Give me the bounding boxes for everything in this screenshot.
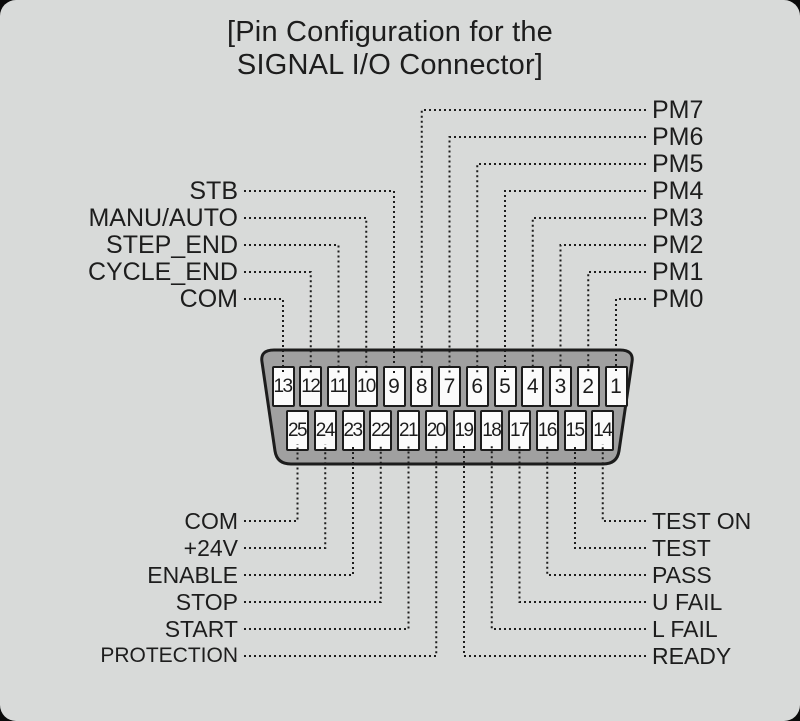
label-pass: PASS — [652, 562, 712, 588]
title-line-1: [Pin Configuration for the — [227, 16, 553, 48]
wire-pm3-pin-4 — [531, 217, 646, 374]
label-pm1: PM1 — [652, 258, 704, 286]
label-pm4: PM4 — [652, 177, 704, 205]
label-l-fail: L FAIL — [652, 616, 718, 642]
diagram-title: [Pin Configuration for the SIGNAL I/O Co… — [0, 16, 780, 82]
pin-21: 21 — [397, 410, 420, 451]
wire-test-pin-15 — [574, 444, 646, 549]
wire-pm6-pin-7 — [448, 136, 646, 374]
label-pm6: PM6 — [652, 123, 704, 151]
label-start: START — [164, 616, 238, 642]
label-com: COM — [184, 508, 238, 534]
pin-12: 12 — [299, 366, 323, 407]
label-24v: +24V — [183, 535, 238, 561]
label-com: COM — [179, 285, 238, 313]
wire-pm0-pin-1 — [615, 298, 646, 374]
label-pm2: PM2 — [652, 231, 704, 259]
pin-18: 18 — [480, 410, 504, 451]
pin-24: 24 — [313, 410, 337, 451]
pin-8: 8 — [410, 366, 434, 407]
pin-1: 1 — [604, 366, 628, 407]
pin-14: 14 — [591, 410, 615, 451]
pin-16: 16 — [535, 410, 559, 451]
wire-ready-pin-19 — [463, 444, 646, 657]
label-stop: STOP — [175, 589, 238, 615]
pin-4: 4 — [521, 366, 545, 407]
wire-pm4-pin-5 — [504, 190, 646, 374]
label-pm0: PM0 — [652, 285, 704, 313]
label-u-fail: U FAIL — [652, 589, 723, 615]
label-test: TEST — [652, 535, 711, 561]
pin-7: 7 — [438, 366, 461, 407]
label-step-end: STEP_END — [106, 231, 238, 259]
label-ready: READY — [652, 643, 732, 669]
wire-stb-pin-9 — [244, 190, 395, 374]
pin-23: 23 — [341, 410, 365, 451]
label-pm5: PM5 — [652, 150, 704, 178]
pin-10: 10 — [354, 366, 378, 407]
label-pm3: PM3 — [652, 204, 704, 232]
wire-pm5-pin-6 — [476, 163, 646, 374]
pin-20: 20 — [424, 410, 448, 451]
label-enable: ENABLE — [147, 562, 238, 588]
pin-6: 6 — [465, 366, 489, 407]
wire-24v-pin-24 — [244, 444, 327, 549]
wire-cycle-end-pin-12 — [244, 271, 312, 374]
wire-com-pin-25 — [244, 444, 299, 522]
pin-2: 2 — [576, 366, 600, 407]
label-stb: STB — [189, 177, 238, 205]
wire-com-pin-13 — [244, 298, 284, 374]
label-pm7: PM7 — [652, 96, 704, 124]
pin-9: 9 — [382, 366, 406, 407]
wire-manu-auto-pin-10 — [244, 217, 368, 374]
wire-pm7-pin-8 — [420, 109, 646, 374]
wire-enable-pin-23 — [244, 444, 354, 576]
wire-start-pin-21 — [244, 444, 410, 630]
label-test-on: TEST ON — [652, 508, 752, 534]
wire-step-end-pin-11 — [244, 244, 340, 374]
label-cycle-end: CYCLE_END — [87, 258, 238, 286]
pin-11: 11 — [327, 366, 350, 407]
pin-22: 22 — [369, 410, 393, 451]
pin-3: 3 — [549, 366, 572, 407]
pin-19: 19 — [452, 410, 476, 451]
pin-17: 17 — [508, 410, 531, 451]
label-protection: PROTECTION — [100, 644, 238, 667]
pin-15: 15 — [563, 410, 587, 451]
wire-pass-pin-16 — [546, 444, 646, 576]
wire-pm2-pin-3 — [559, 244, 646, 374]
wire-l-fail-pin-18 — [490, 444, 646, 630]
pin-5: 5 — [493, 366, 517, 407]
wire-u-fail-pin-17 — [518, 444, 646, 603]
title-line-2: SIGNAL I/O Connector] — [236, 49, 544, 81]
wire-protection-pin-20 — [244, 444, 438, 657]
wire-pm1-pin-2 — [587, 271, 646, 374]
pin-13: 13 — [271, 366, 295, 407]
wire-stop-pin-22 — [244, 444, 382, 603]
wire-test-on-pin-14 — [601, 444, 646, 522]
label-manu-auto: MANU/AUTO — [88, 204, 238, 232]
pin-25: 25 — [286, 410, 309, 451]
